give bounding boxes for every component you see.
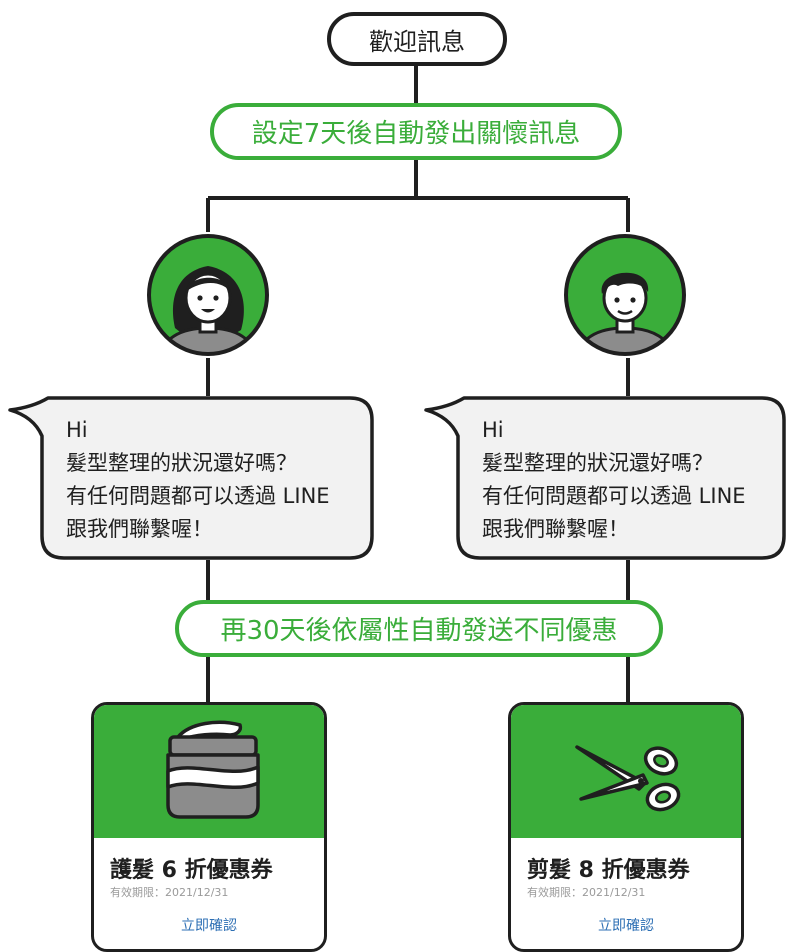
confirm-link[interactable]: 立即確認 — [181, 918, 237, 934]
hair-cream-jar-icon — [166, 720, 260, 819]
message-bubble-left: Hi 髮型整理的狀況還好嗎？ 有任何問題都可以透過 LINE 跟我們聯繫喔！ — [8, 396, 374, 560]
message-bubble-right: Hi 髮型整理的狀況還好嗎？ 有任何問題都可以透過 LINE 跟我們聯繫喔！ — [424, 396, 786, 560]
speech-bubble-shape — [424, 396, 786, 560]
message-line: 髮型整理的狀況還好嗎？ — [66, 451, 297, 475]
woman-avatar-icon — [145, 232, 271, 358]
coupon-validity: 有效期限：2021/12/31 — [110, 886, 229, 899]
coupon-card-haircut[interactable]: 剪髮 8 折優惠券 有效期限：2021/12/31 立即確認 — [508, 702, 744, 952]
message-line: Hi — [482, 418, 504, 442]
message-line: 跟我們聯繫喔！ — [482, 517, 629, 541]
coupon-title: 護髮 6 折優惠券 — [110, 858, 273, 883]
start-node-label: 歡迎訊息 — [369, 27, 465, 56]
message-line: 有任何問題都可以透過 LINE — [66, 484, 330, 508]
message-line: 跟我們聯繫喔！ — [66, 517, 213, 541]
message-line: 髮型整理的狀況還好嗎？ — [482, 451, 713, 475]
scissors-icon — [575, 745, 681, 812]
step-one-label: 設定7天後自動發出關懷訊息 — [251, 119, 581, 149]
man-avatar-icon — [562, 232, 688, 358]
speech-bubble-shape — [8, 396, 374, 560]
confirm-link[interactable]: 立即確認 — [598, 918, 654, 934]
message-line: 有任何問題都可以透過 LINE — [482, 484, 746, 508]
coupon-banner — [94, 705, 324, 838]
start-node: 歡迎訊息 — [327, 12, 507, 66]
coupon-card-haircare[interactable]: 護髮 6 折優惠券 有效期限：2021/12/31 立即確認 — [91, 702, 327, 952]
step-one-node: 設定7天後自動發出關懷訊息 — [210, 103, 622, 160]
coupon-banner — [511, 705, 741, 838]
coupon-validity: 有效期限：2021/12/31 — [527, 886, 646, 899]
coupon-title: 剪髮 8 折優惠券 — [527, 858, 690, 883]
message-line: Hi — [66, 418, 88, 442]
step-two-label: 再30天後依屬性自動發送不同優惠 — [220, 616, 618, 646]
step-two-node: 再30天後依屬性自動發送不同優惠 — [175, 600, 663, 657]
